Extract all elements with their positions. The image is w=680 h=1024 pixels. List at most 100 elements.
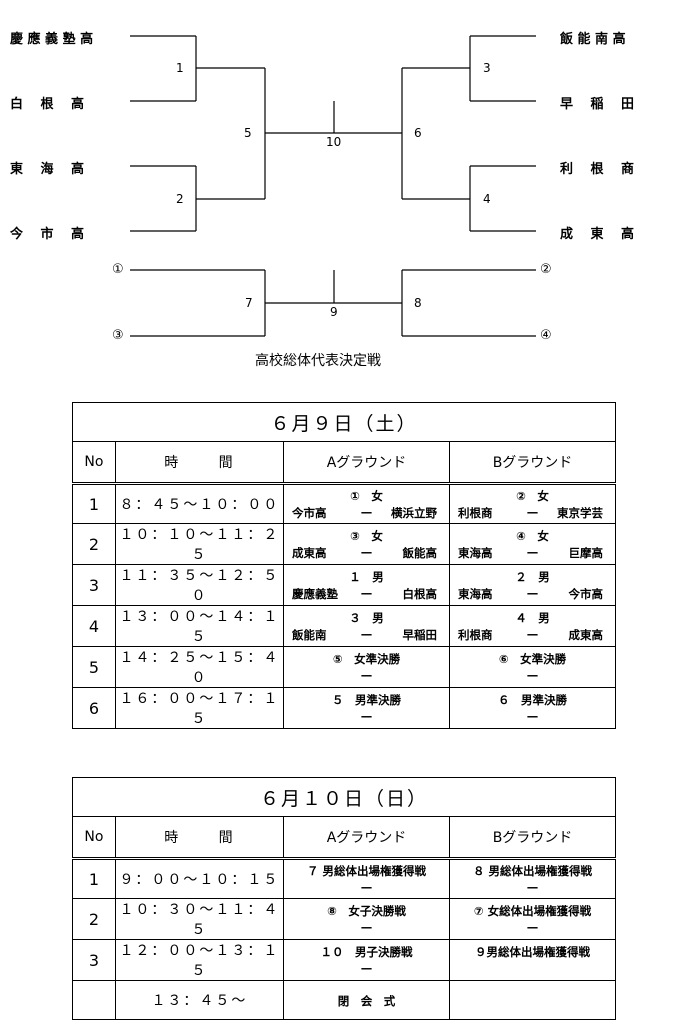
- header-ground-a: Aグラウンド: [283, 816, 450, 860]
- bracket-title: 高校総体代表決定戦: [255, 353, 381, 369]
- match-cell: ９男総体出場権獲得戦: [450, 941, 615, 979]
- time-slot: １１：３５～１２：５０: [114, 564, 285, 606]
- team-name: 東海高: [458, 587, 493, 601]
- row-number: 1: [72, 483, 116, 524]
- bracket-lines: [130, 35, 536, 337]
- team-name: 成東高: [292, 546, 327, 560]
- row-number: [72, 980, 116, 1020]
- ground-a-cell: ③ 女成東高—飯能高: [283, 523, 450, 565]
- team-name: 横浜立野: [391, 506, 437, 520]
- ground-a-cell: ⑧ 女子決勝戦 —: [283, 898, 450, 940]
- match-number: 4: [483, 192, 491, 206]
- ground-a-cell: ７ 男総体出場権獲得戦—: [283, 858, 450, 899]
- team-name: 早稲田: [402, 628, 438, 642]
- match-label: ５ 男準決勝: [332, 693, 402, 707]
- seed-label: ③: [112, 328, 124, 343]
- ground-b-cell: ９男総体出場権獲得戦: [449, 939, 616, 981]
- ground-b-cell: ８ 男総体出場権獲得戦—: [449, 858, 616, 899]
- match-cell: ⑧ 女子決勝戦 —: [284, 900, 449, 938]
- ground-b-cell: ４ 男利根商—成東高: [449, 605, 616, 647]
- match-label: ７ 男総体出場権獲得戦: [307, 864, 427, 878]
- match-cell: [450, 981, 615, 1019]
- time-slot: １３：００～１４：１５: [114, 605, 285, 647]
- team-name: 今市高: [292, 506, 327, 520]
- ground-a-cell: ３ 男飯能南—早稲田: [283, 605, 450, 647]
- ground-a-cell: ① 女今市高—横浜立野: [283, 483, 450, 524]
- team-name: 利根商: [458, 506, 493, 520]
- row-number: 6: [72, 687, 116, 729]
- versus-dash: —: [360, 545, 373, 559]
- time-slot: １０：１０～１１：２５: [114, 523, 285, 565]
- match-cell: １ 男慶應義塾—白根高: [284, 566, 449, 604]
- row-number: 1: [72, 858, 116, 899]
- match-label: ② 女: [516, 489, 549, 503]
- match-label: ６ 男準決勝: [498, 693, 567, 707]
- header-ground-a: Aグラウンド: [283, 441, 450, 485]
- versus-dash: —: [526, 880, 539, 894]
- match-cell: １０ 男子決勝戦—: [284, 941, 449, 979]
- match-label: ⑧ 女子決勝戦: [327, 904, 406, 918]
- team-right-1: 飯 能 南 高: [560, 32, 626, 47]
- versus-dash: —: [360, 505, 373, 519]
- versus-dash: —: [526, 586, 539, 600]
- match-cell: ２ 男東海高—今市高: [450, 566, 615, 604]
- ground-b-cell: ６ 男準決勝 —: [449, 687, 616, 729]
- header-time: 時 間: [114, 441, 285, 485]
- match-cell: ３ 男飯能南—早稲田: [284, 607, 449, 645]
- ground-a-cell: ⑤ 女準決勝—: [283, 646, 450, 688]
- match-cell: ⑦ 女総体出場権獲得戦—: [450, 900, 615, 938]
- ground-b-cell: ⑥ 女準決勝—: [449, 646, 616, 688]
- tournament-bracket: 慶 應 義 塾 高 白 根 高 東 海 高 今 市 高 飯 能 南 高 早 稲 …: [0, 0, 680, 380]
- match-cell: ⑥ 女準決勝—: [450, 648, 615, 686]
- header-ground-b: Bグラウンド: [449, 816, 616, 860]
- team-right-4: 成 東 高: [560, 227, 635, 242]
- match-label: ③ 女: [350, 529, 383, 543]
- ground-b-cell: ⑦ 女総体出場権獲得戦—: [449, 898, 616, 940]
- versus-dash: —: [360, 920, 373, 934]
- ground-b-cell: [449, 980, 616, 1020]
- row-number: 2: [72, 898, 116, 940]
- ground-b-cell: ② 女利根商—東京学芸: [449, 483, 616, 524]
- ground-a-cell: ５ 男準決勝—: [283, 687, 450, 729]
- time-slot: ９：００～１０：１５: [114, 858, 285, 899]
- team-left-2: 白 根 高: [10, 97, 85, 112]
- match-number: 9: [330, 305, 338, 319]
- match-cell: ５ 男準決勝—: [284, 689, 449, 727]
- match-number: 5: [244, 126, 252, 140]
- match-number: 3: [483, 61, 491, 75]
- match-cell: 閉 会 式: [284, 981, 449, 1019]
- match-cell: ６ 男準決勝 —: [450, 689, 615, 727]
- team-name: 東海高: [458, 546, 493, 560]
- team-left-4: 今 市 高: [10, 227, 85, 242]
- header-time: 時 間: [114, 816, 285, 860]
- time-slot: ８：４５～１０：００: [114, 483, 285, 524]
- ground-a-cell: １０ 男子決勝戦—: [283, 939, 450, 981]
- ground-a-cell: １ 男慶應義塾—白根高: [283, 564, 450, 606]
- team-name: 慶應義塾: [292, 587, 339, 601]
- match-label: ３ 男: [349, 611, 384, 625]
- match-label: １ 男: [349, 570, 384, 584]
- seed-label: ②: [540, 262, 552, 277]
- match-label: ④ 女: [516, 529, 549, 543]
- match-label: 閉 会 式: [337, 994, 396, 1008]
- match-cell: ④ 女東海高—巨摩高: [450, 525, 615, 563]
- versus-dash: —: [360, 586, 373, 600]
- day-title: ６月１０日（日）: [72, 777, 616, 817]
- versus-dash: —: [526, 920, 539, 934]
- versus-dash: —: [526, 709, 539, 723]
- versus-dash: —: [526, 627, 539, 641]
- versus-dash: —: [526, 668, 539, 682]
- team-name: 今市高: [568, 587, 604, 601]
- match-number: 2: [176, 192, 184, 206]
- match-number: 10: [326, 135, 342, 149]
- match-number: 1: [176, 61, 184, 75]
- match-number: 7: [245, 296, 253, 310]
